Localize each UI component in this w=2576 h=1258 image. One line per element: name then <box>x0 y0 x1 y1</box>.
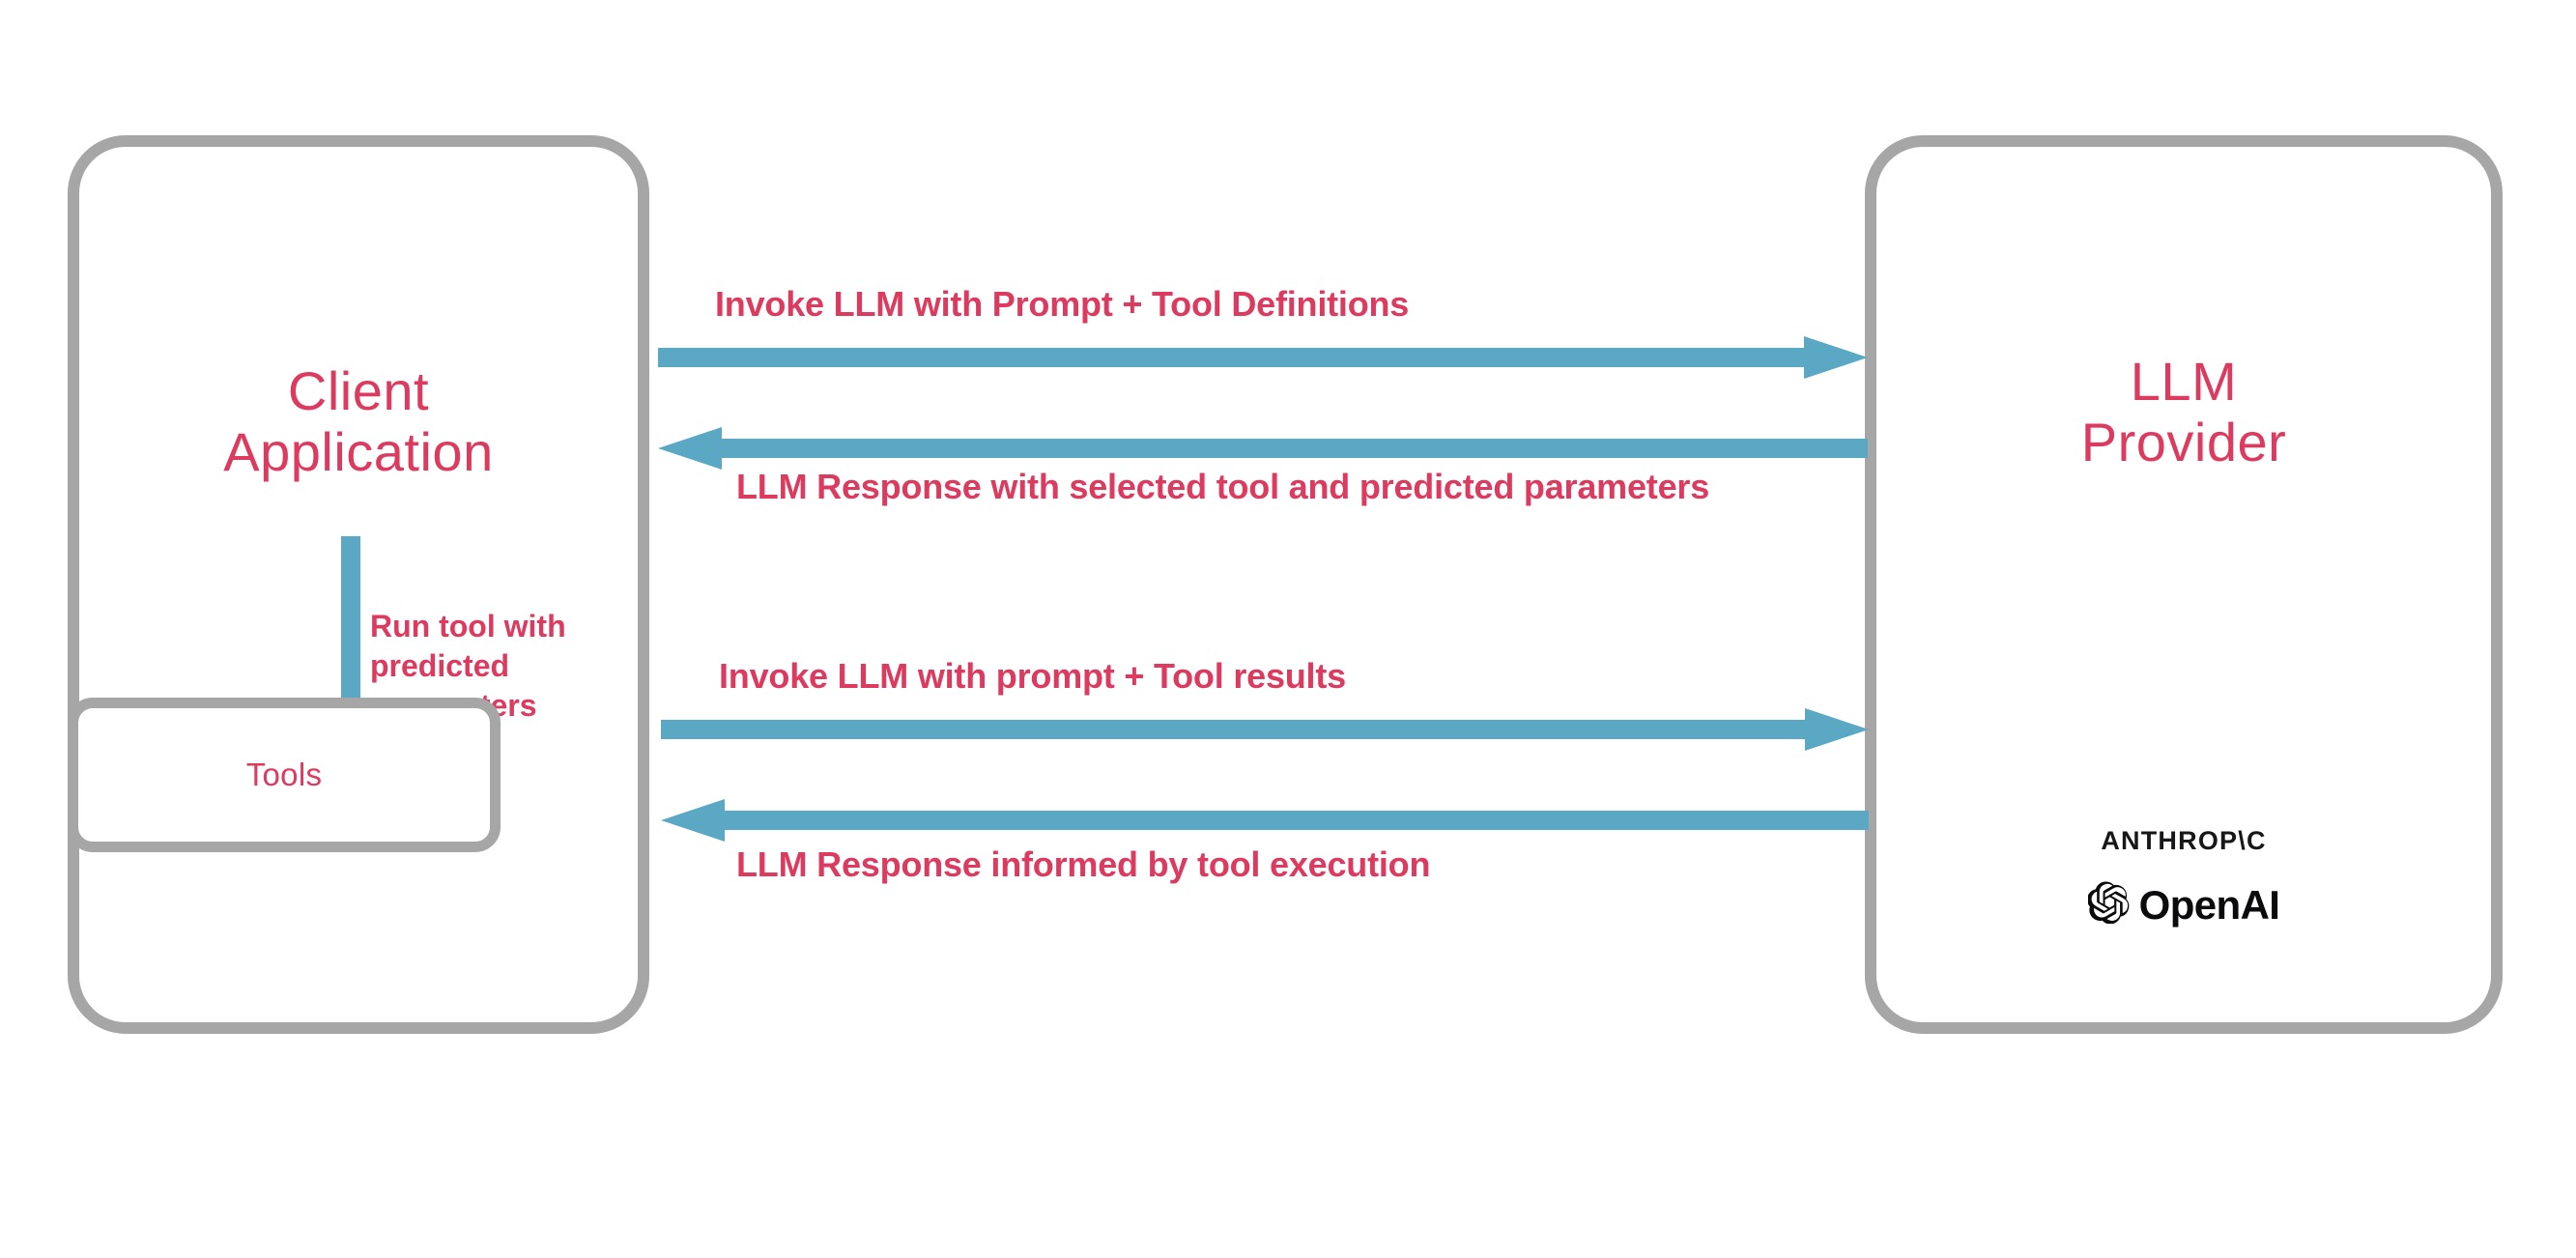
anthropic-logo: ANTHROP\C <box>2101 826 2267 855</box>
flow-label-4: LLM Response informed by tool execution <box>736 844 1431 884</box>
flow-arrow-3-right <box>661 708 1869 751</box>
tools-label: Tools <box>245 757 323 792</box>
flow-label-1: Invoke LLM with Prompt + Tool Definition… <box>715 284 1410 324</box>
flow-arrow-2-left <box>658 427 1868 470</box>
client-application-box: Client Application <box>68 135 649 1034</box>
openai-wordmark: OpenAI <box>2138 881 2280 928</box>
openai-logo: OpenAI <box>1865 881 2503 929</box>
tools-box[interactable]: Tools <box>68 698 501 852</box>
flow-arrow-4-left <box>661 799 1869 842</box>
client-application-title: Client Application <box>223 360 494 482</box>
llm-provider-title: LLM Provider <box>2080 351 2287 472</box>
run-tool-label: Run tool with predicted parameters <box>370 609 566 723</box>
openai-knot-icon <box>2086 881 2131 929</box>
llm-provider-box: LLM Provider <box>1865 135 2503 1034</box>
flow-label-3: Invoke LLM with prompt + Tool results <box>719 656 1346 696</box>
flow-label-2: LLM Response with selected tool and pred… <box>736 467 1710 506</box>
flow-arrow-1-right <box>658 336 1868 379</box>
